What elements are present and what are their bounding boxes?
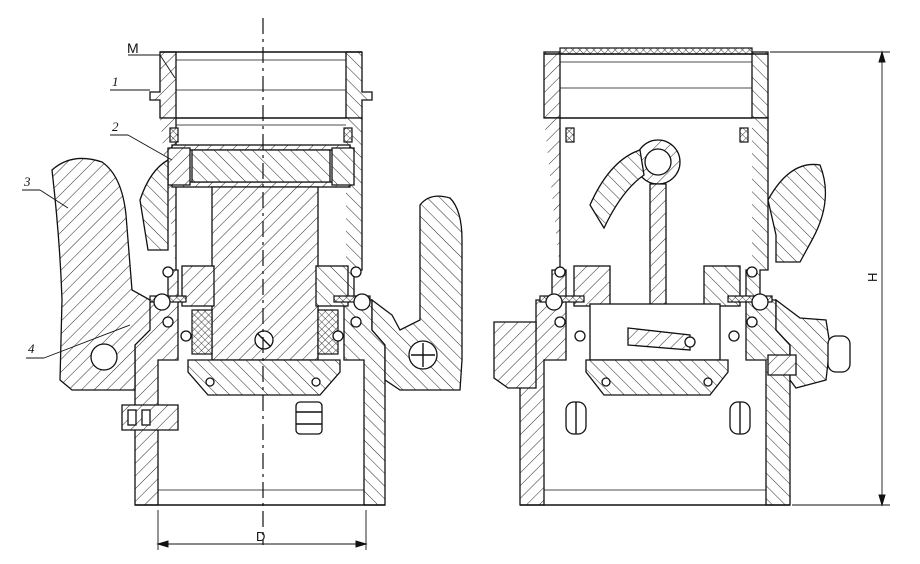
left-axle-nut-l (167, 147, 191, 186)
dimension-d: D (256, 529, 265, 544)
right-ball-l (545, 293, 563, 311)
callout-m: M (127, 40, 139, 56)
left-lever-3 (51, 157, 151, 391)
left-ball-r (353, 293, 371, 311)
right-nozzle-wall-left (543, 51, 561, 119)
left-seal-ring-l (191, 309, 213, 355)
right-section-view: H (493, 47, 890, 507)
right-nozzle-wall-right (751, 51, 769, 119)
right-flap-arm (589, 149, 645, 230)
left-valve-head (187, 359, 341, 396)
left-nozzle-wall-left (149, 51, 177, 119)
right-stem (649, 183, 667, 321)
callout-1: 1 (112, 74, 119, 89)
right-cam-link (627, 327, 691, 351)
callout-2: 2 (112, 119, 119, 134)
right-top-screen (559, 47, 753, 55)
right-lever (767, 163, 826, 263)
dimension-h: H (865, 273, 880, 282)
right-outlet-nub (827, 335, 851, 373)
right-valve-head (585, 359, 729, 396)
right-ball-r (751, 293, 769, 311)
left-seal-top-r (343, 127, 353, 143)
callout-4: 4 (28, 341, 35, 356)
left-seal-top-l (169, 127, 179, 143)
left-axle-nut-r (331, 147, 355, 186)
right-body-wall-left (519, 117, 567, 506)
left-nozzle-wall-right (345, 51, 373, 119)
right-clamp-body (775, 298, 831, 389)
left-section-view: M 1 2 3 4 D (22, 18, 463, 550)
right-left-socket (493, 321, 537, 389)
left-pin-hole (90, 343, 118, 371)
callout-3: 3 (23, 174, 31, 189)
left-hex-nut (295, 401, 323, 435)
left-right-clamp (371, 195, 463, 391)
left-ball-l (153, 293, 171, 311)
